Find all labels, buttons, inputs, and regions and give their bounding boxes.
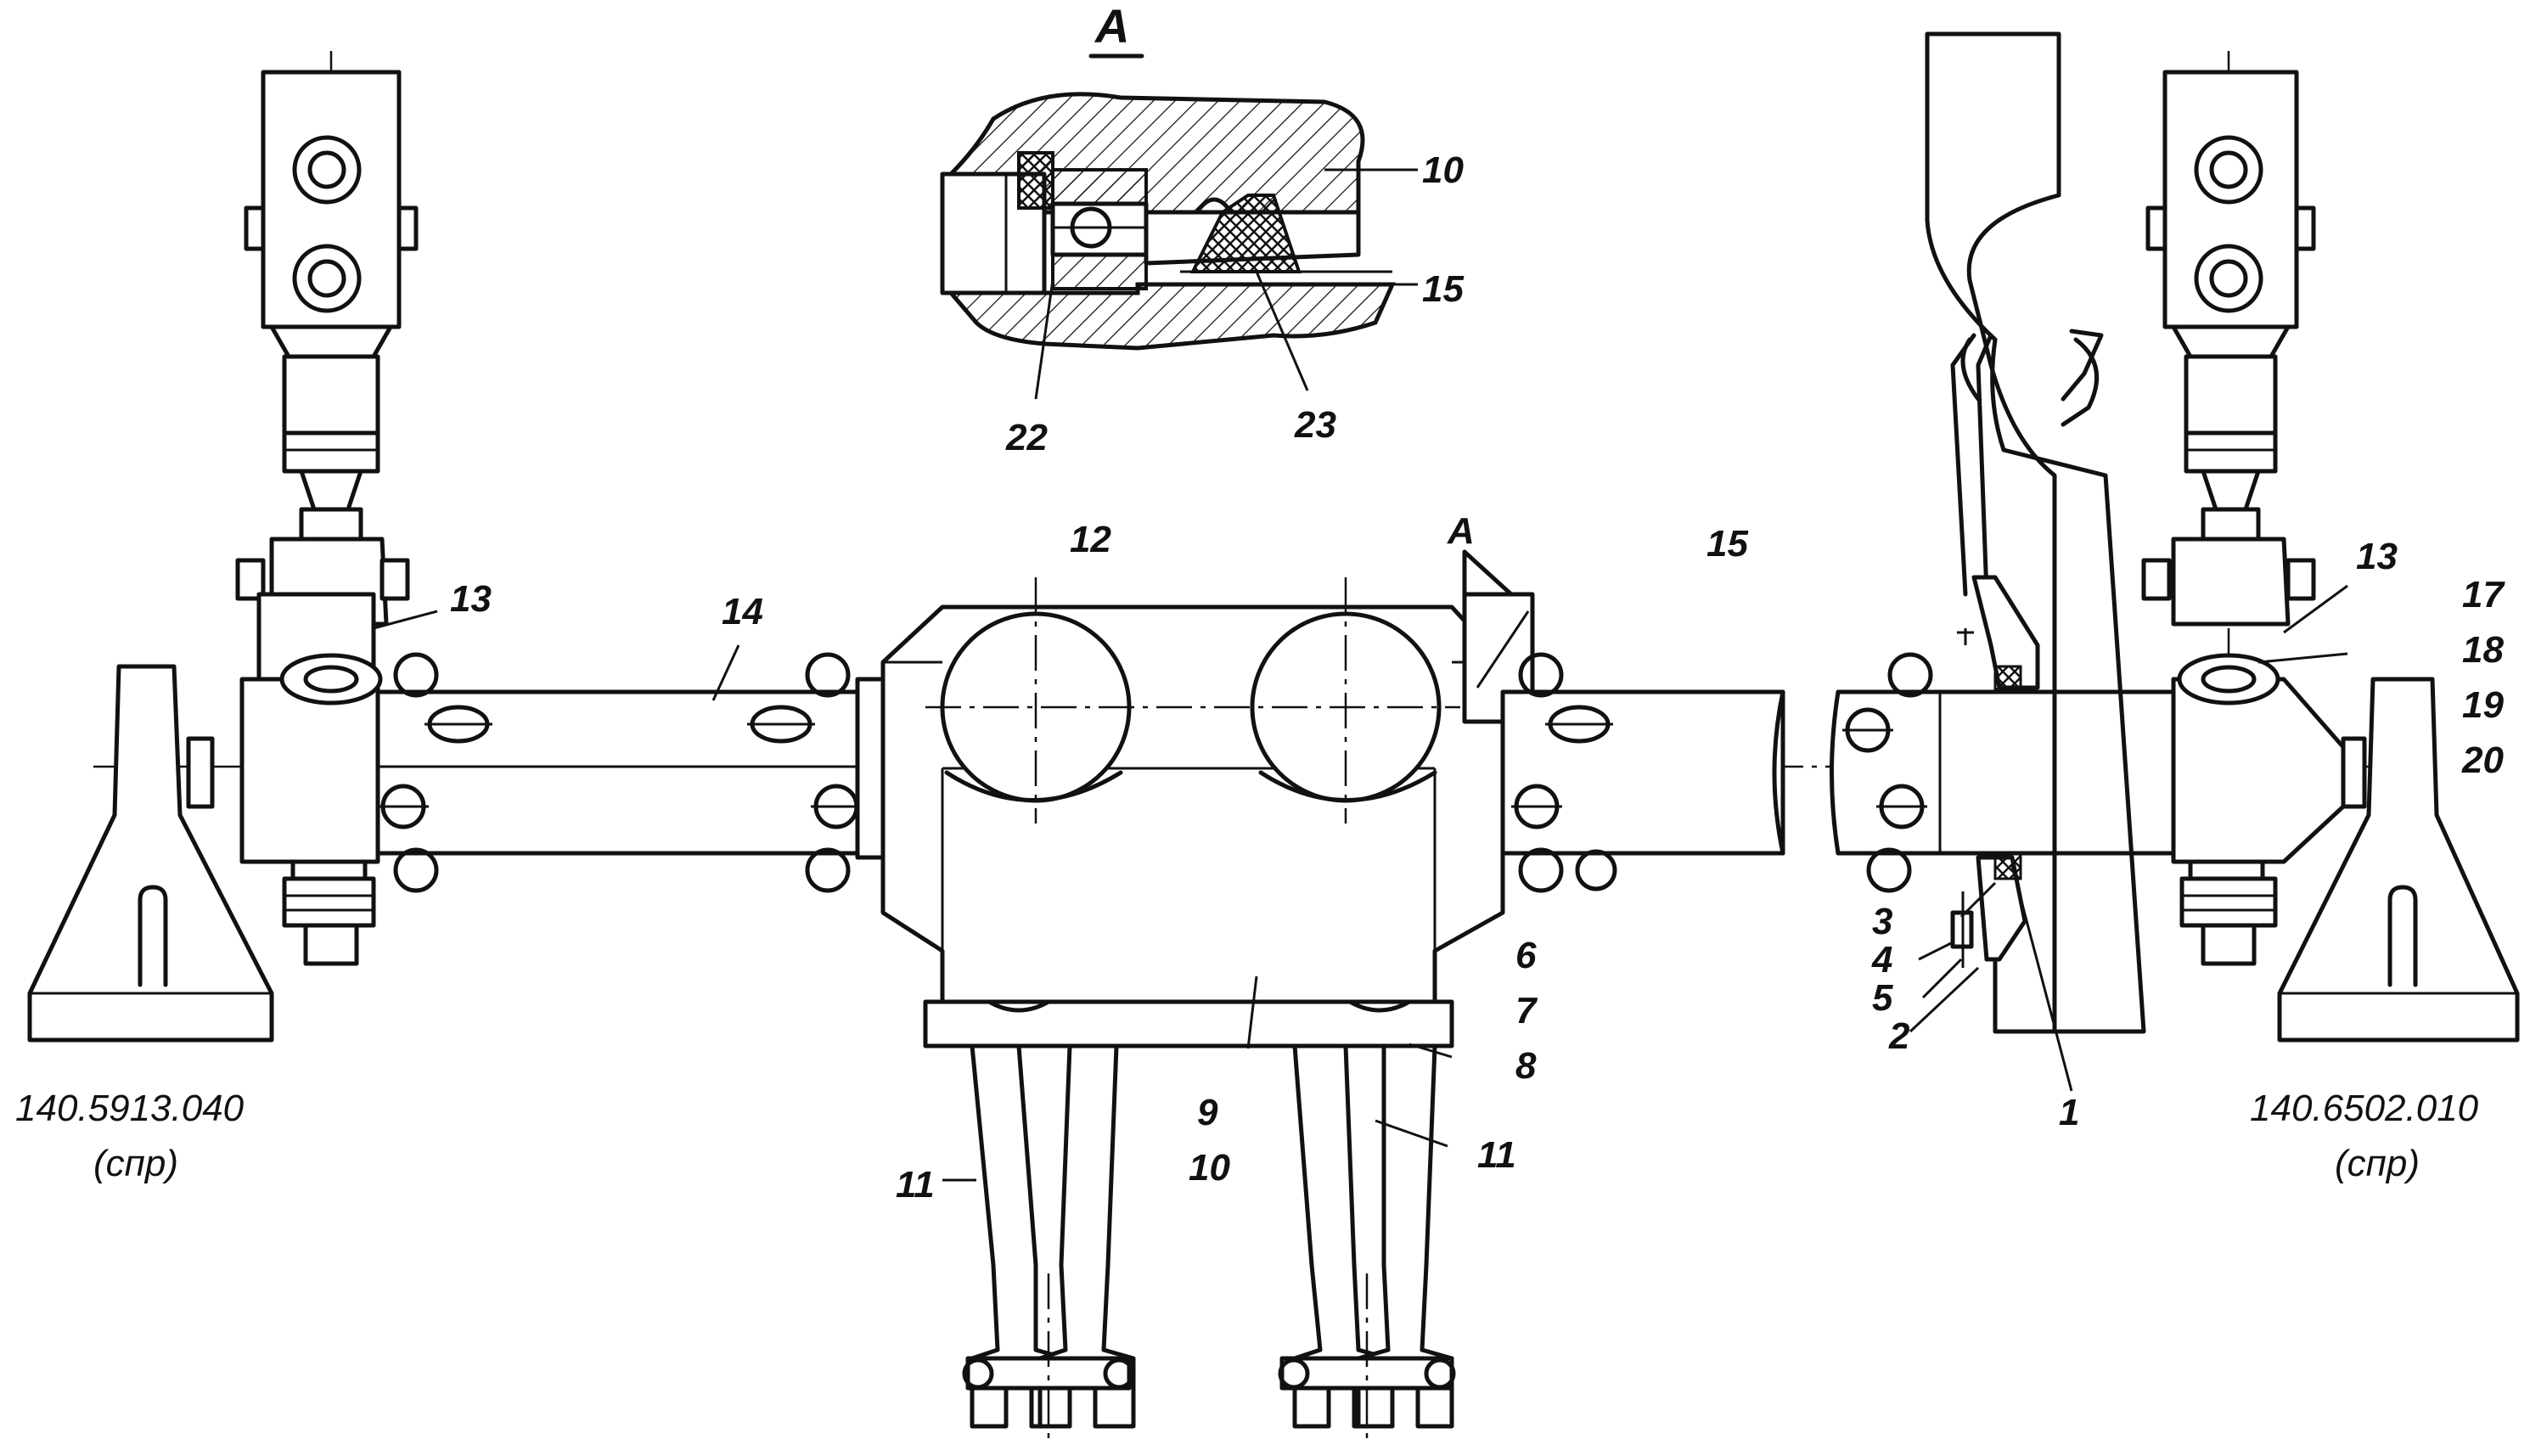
callout-3: 3 [1872, 901, 1892, 942]
left-shaft [375, 652, 886, 893]
central-gearbox [880, 577, 1505, 1048]
left-bearing-housing [239, 653, 383, 966]
section-marker-label: A [1447, 510, 1475, 552]
callout-20: 20 [2461, 739, 2504, 781]
lower-arms [962, 1043, 1456, 1443]
right-part-note: (спр) [2335, 1143, 2420, 1184]
callout-detail-23: 23 [1294, 404, 1336, 446]
right-bearing-housing [2171, 653, 2367, 966]
leader-lines [373, 168, 2348, 1182]
callout-6: 6 [1515, 935, 1537, 976]
callout-2: 2 [1888, 1015, 1910, 1057]
callout-left-13: 13 [450, 578, 492, 620]
callout-right-15: 15 [1706, 523, 1748, 565]
section-a-marker [1462, 549, 1514, 597]
callout-5: 5 [1872, 977, 1893, 1019]
right-shaft [1462, 592, 2176, 893]
right-vertical-link [2141, 51, 2316, 959]
right-part-code: 140.6502.010 [2250, 1088, 2479, 1129]
callout-10: 10 [1189, 1147, 1230, 1189]
callout-14: 14 [722, 591, 763, 632]
section-a-detail [940, 92, 1396, 351]
callout-detail-15: 15 [1422, 268, 1464, 310]
callout-8: 8 [1515, 1045, 1537, 1087]
left-part-note: (спр) [93, 1143, 178, 1184]
callout-18: 18 [2462, 629, 2504, 671]
callout-4: 4 [1871, 939, 1892, 981]
callout-11-left: 11 [896, 1164, 935, 1206]
callout-12: 12 [1070, 519, 1111, 560]
callout-9: 9 [1197, 1092, 1218, 1133]
callout-detail-10: 10 [1422, 149, 1464, 191]
left-support-bracket [27, 664, 274, 1043]
left-vertical-link [235, 51, 419, 959]
callout-right-13: 13 [2356, 536, 2398, 577]
callout-7: 7 [1515, 990, 1538, 1032]
callout-17: 17 [2462, 574, 2505, 616]
right-support-bracket [2277, 677, 2520, 1043]
right-frame-member [1925, 31, 2146, 1034]
callout-11-right: 11 [1477, 1134, 1516, 1176]
callout-1: 1 [2059, 1092, 2079, 1133]
left-part-code: 140.5913.040 [15, 1088, 245, 1129]
callout-19: 19 [2462, 684, 2504, 726]
section-title: A [1094, 0, 1129, 53]
callout-detail-22: 22 [1005, 417, 1048, 458]
